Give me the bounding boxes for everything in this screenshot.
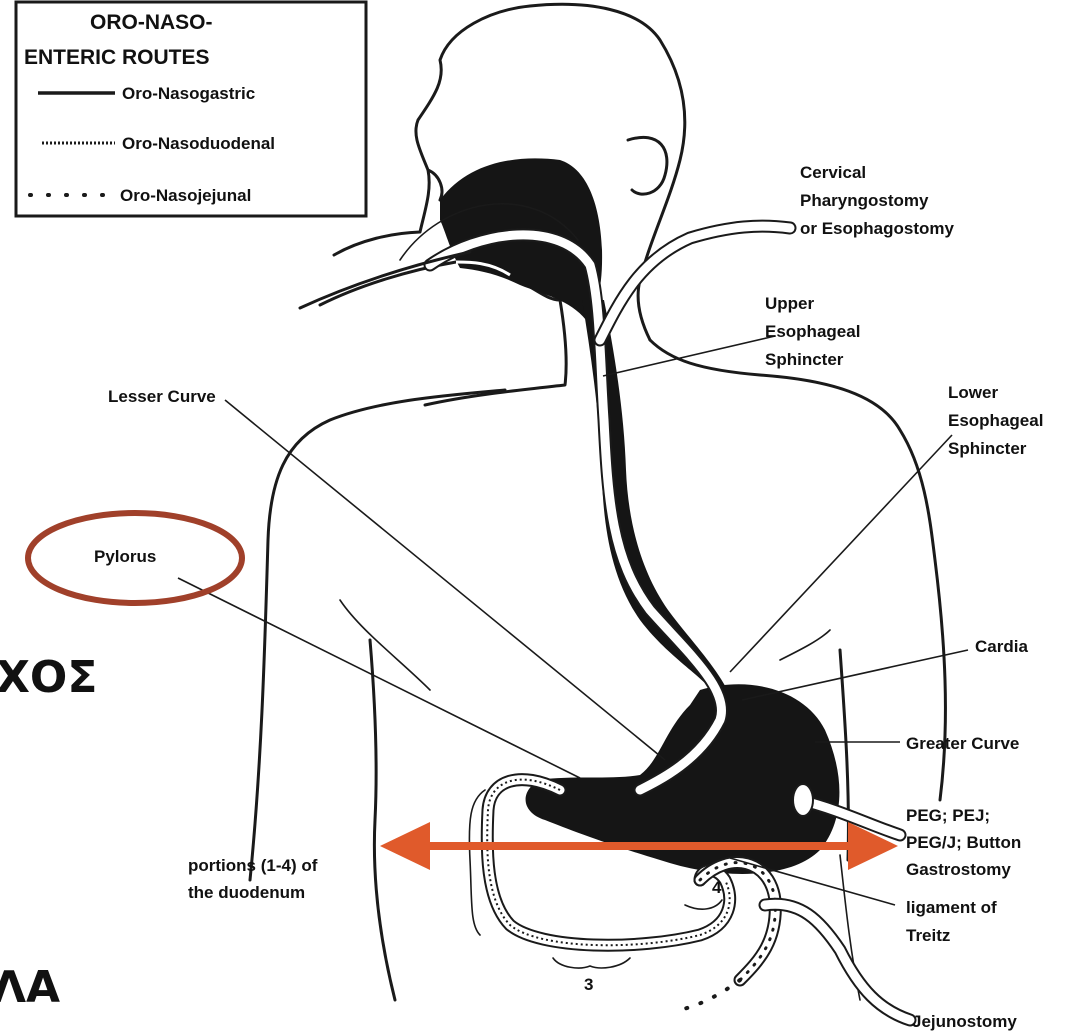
arrow-head-left bbox=[380, 822, 430, 870]
leader-pylorus bbox=[178, 578, 580, 778]
label-upper-sphincter-line2: Esophageal bbox=[765, 322, 860, 341]
label-cardia: Cardia bbox=[975, 637, 1028, 656]
label-portion-4: 4 bbox=[712, 878, 722, 897]
slide-text-fragment-1: ΧΟΣ bbox=[0, 652, 97, 703]
leader-upper-sphincter bbox=[603, 336, 775, 376]
label-jejunostomy: Jejunostomy bbox=[912, 1012, 1017, 1031]
label-lower-sphincter-line1: Lower bbox=[948, 383, 998, 402]
label-pylorus: Pylorus bbox=[94, 547, 156, 566]
label-upper-sphincter-line3: Sphincter bbox=[765, 350, 844, 369]
legend-item-nasogastric: Oro-Nasogastric bbox=[122, 84, 255, 103]
label-cervical-line1: Cervical bbox=[800, 163, 866, 182]
label-lesser-curve: Lesser Curve bbox=[108, 387, 216, 406]
legend-item-nasojejunal: Oro-Nasojejunal bbox=[120, 186, 251, 205]
legend-item-nasoduodenal: Oro-Nasoduodenal bbox=[122, 134, 275, 153]
label-lower-sphincter-line3: Sphincter bbox=[948, 439, 1027, 458]
legend-title-line2: ENTERIC ROUTES bbox=[24, 46, 210, 69]
label-peg-line2: PEG/J; Button bbox=[906, 833, 1021, 852]
leader-lower-sphincter bbox=[730, 435, 952, 672]
label-peg-line1: PEG; PEJ; bbox=[906, 806, 990, 825]
label-lower-sphincter-line2: Esophageal bbox=[948, 411, 1043, 430]
label-duodenum-line1: portions (1-4) of bbox=[188, 856, 318, 875]
label-upper-sphincter-line1: Upper bbox=[765, 294, 815, 313]
label-greater-curve: Greater Curve bbox=[906, 734, 1019, 753]
legend-box bbox=[16, 2, 366, 216]
label-portion-3: 3 bbox=[584, 975, 593, 994]
label-treitz-line1: ligament of bbox=[906, 898, 997, 917]
leader-cardia bbox=[742, 650, 968, 700]
leader-treitz bbox=[730, 858, 895, 905]
label-peg-line3: Gastrostomy bbox=[906, 860, 1011, 879]
label-treitz-line2: Treitz bbox=[906, 926, 950, 945]
legend: ORO-NASO- ENTERIC ROUTES Oro-Nasogastric… bbox=[16, 2, 366, 216]
label-duodenum-line2: the duodenum bbox=[188, 883, 305, 902]
leader-lesser-curve bbox=[225, 400, 665, 760]
legend-title-line1: ORO-NASO- bbox=[90, 11, 213, 34]
label-cervical-line2: Pharyngostomy bbox=[800, 191, 929, 210]
slide-text-fragment-2: ΛΑ bbox=[0, 962, 60, 1013]
label-cervical-line3: or Esophagostomy bbox=[800, 219, 955, 238]
